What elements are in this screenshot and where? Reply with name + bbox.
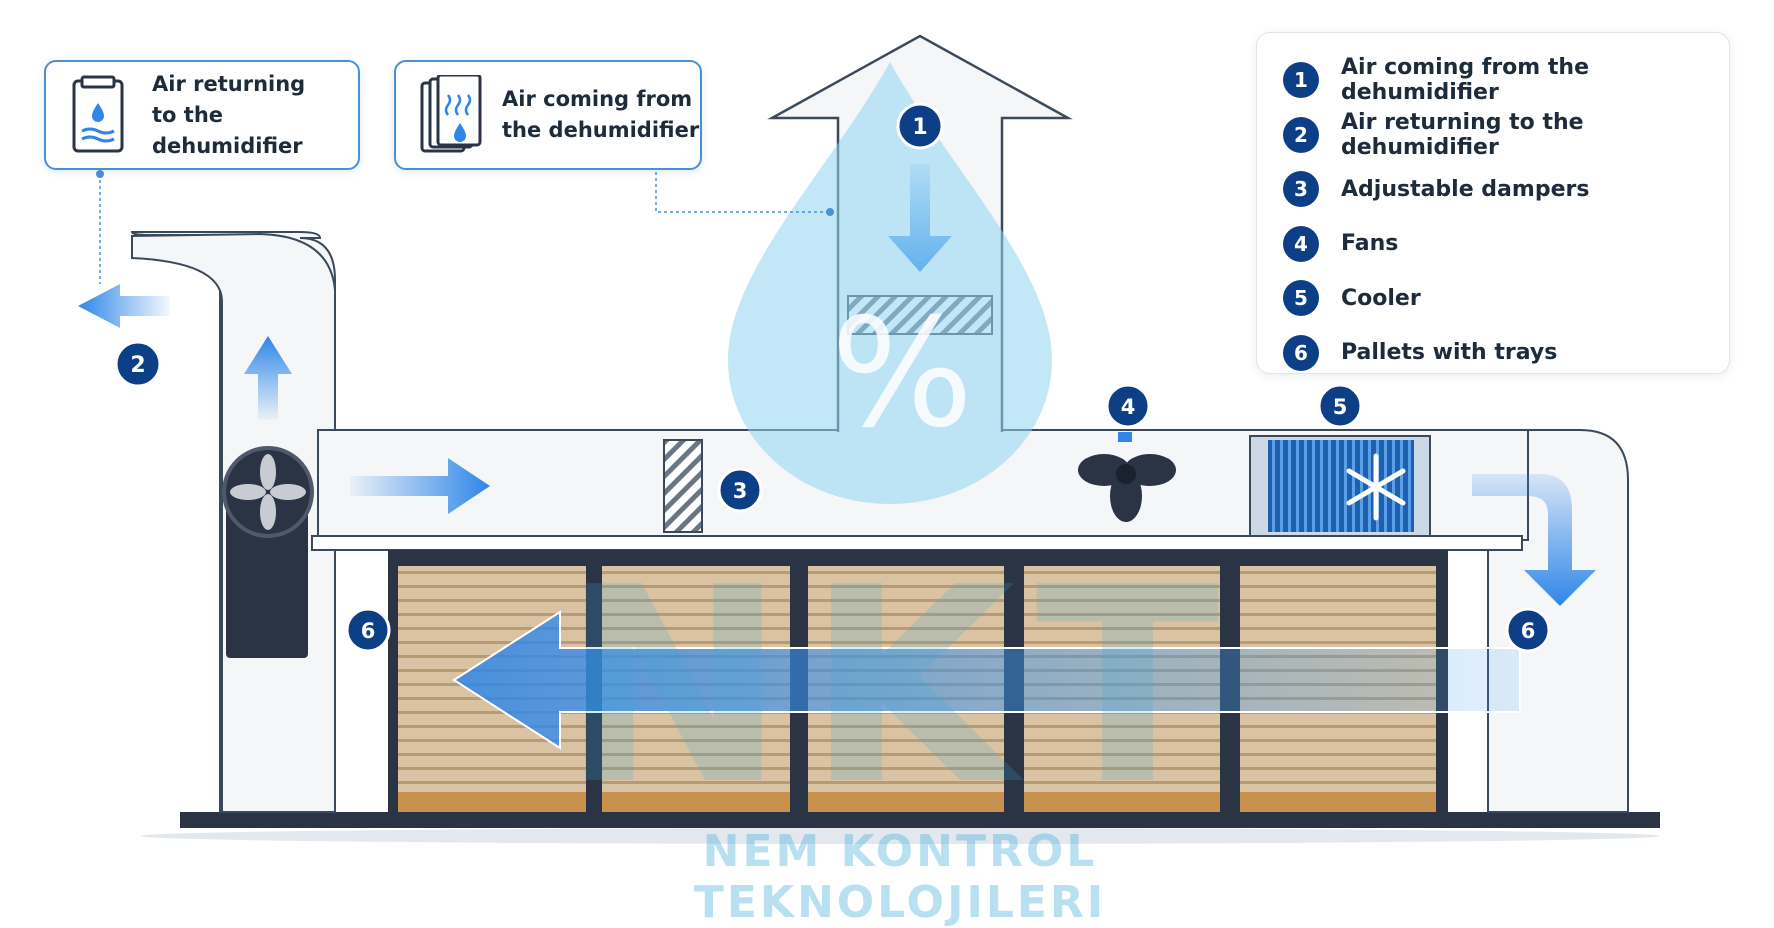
right-down-arrow <box>1472 474 1596 606</box>
percent-watermark: % <box>831 287 974 461</box>
pallet-base-2 <box>602 792 790 812</box>
marker-6-right: 6 <box>1505 607 1551 653</box>
dehumidifier-tank-icon <box>72 75 124 153</box>
leader-dot-returning <box>96 170 104 178</box>
snowflake-icon <box>1346 453 1406 521</box>
legend-panel: 1 Air coming from the dehumidifier 2 Air… <box>1256 32 1730 374</box>
legend-item: 4 Fans <box>1283 217 1729 272</box>
callout-coming-text: Air coming from the dehumidifier <box>502 87 700 142</box>
svg-text:3: 3 <box>733 479 748 503</box>
brand-watermark-text: NEM KONTROL TEKNOLOJILERI <box>693 826 1107 928</box>
leader-line-coming <box>655 172 830 213</box>
legend-label: Pallets with trays <box>1341 340 1558 366</box>
legend-number-badge: 1 <box>1283 62 1319 99</box>
callout-returning-text: Air returning to the dehumidifier <box>152 71 306 158</box>
nkt-watermark: NKT <box>560 529 1239 844</box>
pallet-base-3 <box>808 792 1004 812</box>
svg-text:6: 6 <box>1521 619 1536 643</box>
marker-5: 5 <box>1317 383 1363 429</box>
callout-air-coming: Air coming from the dehumidifier <box>394 60 702 170</box>
duct-up-arrow <box>244 336 292 420</box>
return-fan <box>222 446 314 538</box>
fan-propeller <box>1078 432 1176 522</box>
svg-text:1: 1 <box>912 115 927 140</box>
duct-flow-arrow <box>350 458 490 514</box>
legend-number-badge: 4 <box>1283 225 1319 262</box>
legend-number-badge: 2 <box>1283 116 1319 153</box>
return-out-arrow <box>78 284 170 328</box>
humidity-drop-watermark <box>728 62 1052 504</box>
pallet-base-4 <box>1024 792 1220 812</box>
marker-2: 2 <box>114 340 162 388</box>
legend-label: Air returning to the dehumidifier <box>1341 109 1584 160</box>
legend-label: Cooler <box>1341 285 1421 311</box>
return-fan-blades <box>230 454 306 530</box>
legend-item: 1 Air coming from the dehumidifier <box>1283 53 1729 108</box>
fan-housing <box>226 500 308 658</box>
legend-number-badge: 6 <box>1283 334 1319 371</box>
floor-shadow <box>140 828 1660 844</box>
chamber-flow-arrow <box>452 610 1521 750</box>
svg-text:5: 5 <box>1333 395 1348 419</box>
cooler-grill <box>1268 440 1414 532</box>
legend-label: Fans <box>1341 231 1399 257</box>
legend-label: Air coming from the dehumidifier <box>1341 55 1589 106</box>
svg-text:4: 4 <box>1121 395 1136 419</box>
legend-label: Adjustable dampers <box>1341 176 1590 202</box>
legend-number-badge: 3 <box>1283 171 1319 208</box>
pallet-base-5 <box>1240 792 1436 812</box>
callout-air-returning: Air returning to the dehumidifier <box>44 60 360 170</box>
marker-1: 1 <box>896 102 944 150</box>
floor-base <box>180 812 1660 828</box>
marker-4: 4 <box>1105 383 1151 429</box>
legend-item: 5 Cooler <box>1283 271 1729 326</box>
marker-6-left: 6 <box>345 607 391 653</box>
dehumidifier-steam-icon <box>420 75 482 153</box>
svg-text:2: 2 <box>130 353 145 378</box>
legend-number-badge: 5 <box>1283 280 1319 317</box>
adjustable-damper <box>663 439 703 533</box>
legend-item: 6 Pallets with trays <box>1283 326 1729 381</box>
marker-3: 3 <box>717 467 763 513</box>
airflow-diagram: % NKT 1 2 3 4 5 6 6 <box>78 34 1660 844</box>
legend-item: 2 Air returning to the dehumidifier <box>1283 108 1729 163</box>
svg-text:6: 6 <box>361 619 376 643</box>
legend-item: 3 Adjustable dampers <box>1283 162 1729 217</box>
pallet-base-1 <box>398 792 586 812</box>
leader-dot-coming <box>826 208 834 216</box>
